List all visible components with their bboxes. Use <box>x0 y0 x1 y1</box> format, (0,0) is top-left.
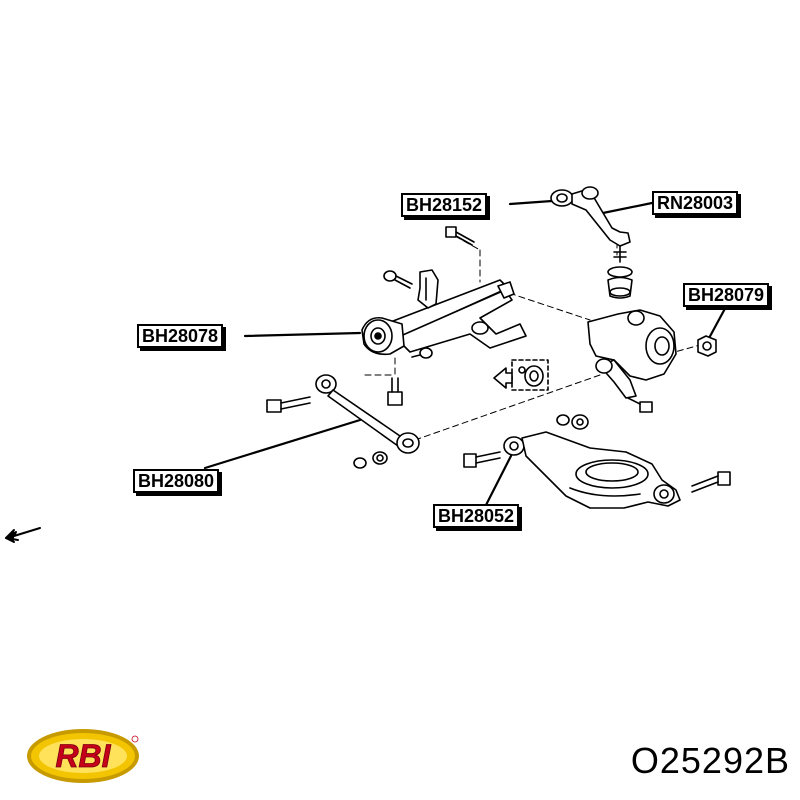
rbi-logo-text: RBI <box>55 738 111 774</box>
lower-control-arm <box>503 431 681 509</box>
knuckle-hub <box>587 309 677 399</box>
bushing-detail <box>493 359 549 391</box>
callout-bh28080: BH28080 <box>133 469 220 493</box>
callout-bh28078: BH28078 <box>137 324 224 348</box>
hub-nut <box>697 335 717 357</box>
ball-joint-boot <box>607 266 633 299</box>
trailing-arm <box>379 279 527 353</box>
rbi-logo: RBI <box>27 729 139 783</box>
mount-bracket <box>417 269 439 309</box>
front-arrow-icon <box>5 527 41 543</box>
callout-bh28079: BH28079 <box>683 283 770 307</box>
callout-bh28052: BH28052 <box>433 504 520 528</box>
leader-lines <box>203 199 730 509</box>
callout-rn28003: RN28003 <box>652 191 739 215</box>
trailing-arm-bushing <box>361 316 405 356</box>
upper-control-arm <box>550 186 631 263</box>
direction-arrow-icon <box>493 367 513 389</box>
lateral-link <box>315 374 420 454</box>
part-number: O25292B <box>630 740 790 781</box>
bolts <box>266 226 731 493</box>
callout-bh28152: BH28152 <box>401 193 488 217</box>
